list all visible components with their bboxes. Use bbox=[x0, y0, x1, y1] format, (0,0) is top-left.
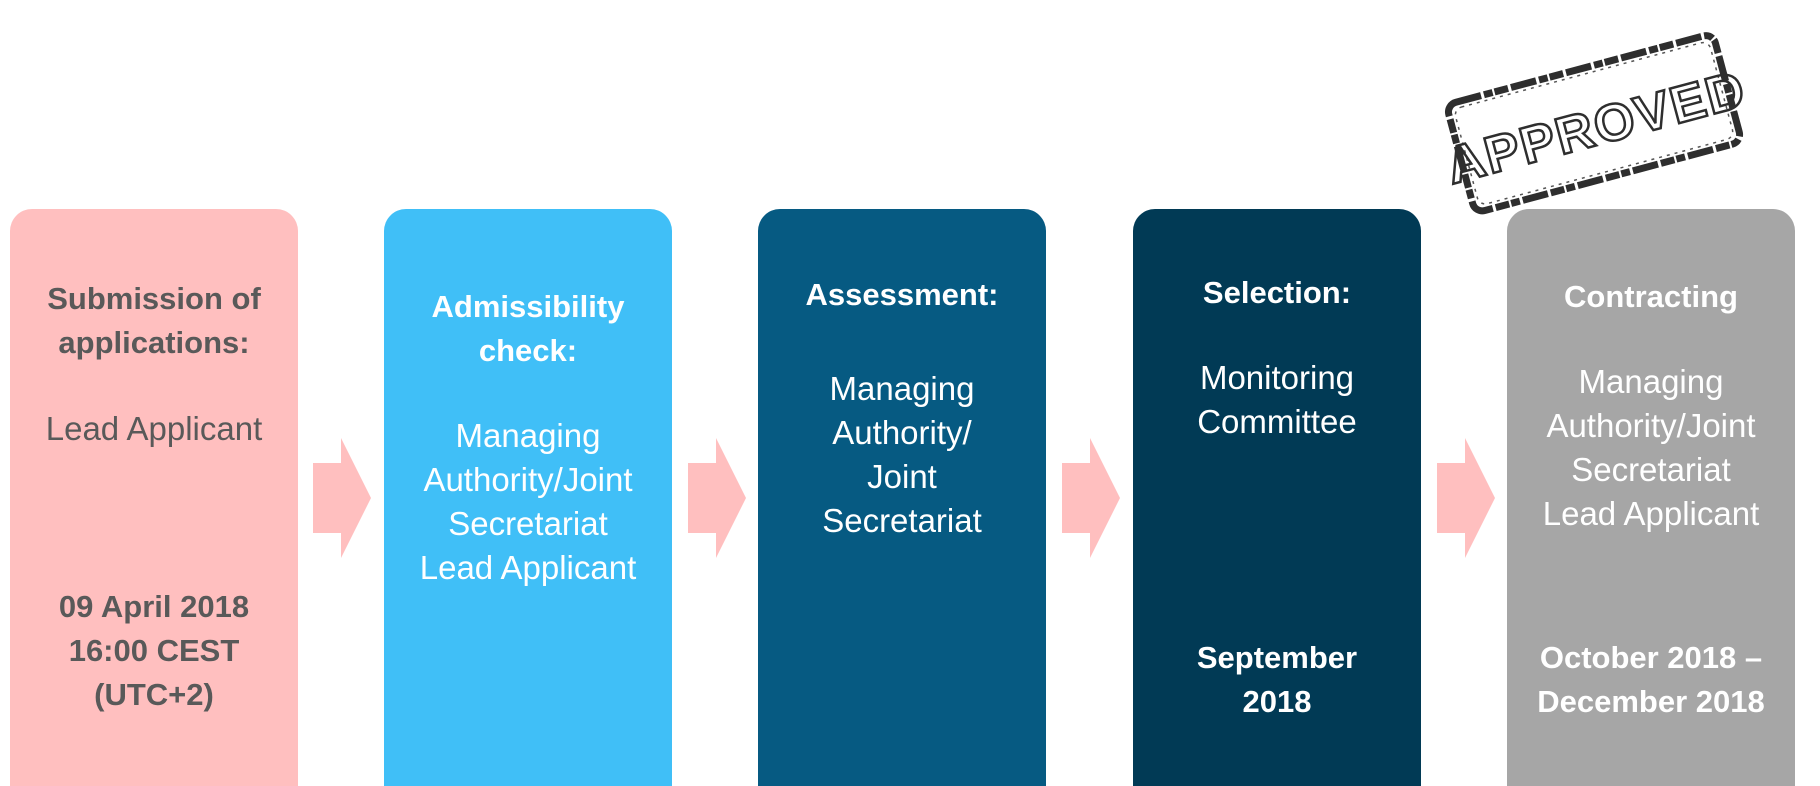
step-admissibility-body-line: Managing bbox=[455, 417, 601, 454]
step-assessment-body-line: Joint bbox=[867, 458, 937, 495]
step-selection-date-line: September bbox=[1196, 640, 1358, 675]
step-selection-date: September 2018 bbox=[1143, 636, 1411, 724]
step-submission-title: Submission of applications: bbox=[20, 277, 288, 365]
step-assessment-box: Assessment: Managing Authority/ Joint Se… bbox=[758, 209, 1046, 786]
arrow-right-icon bbox=[313, 438, 371, 558]
step-selection-title: Selection: bbox=[1143, 271, 1411, 315]
step-selection-box: Selection: Monitoring Committee Septembe… bbox=[1133, 209, 1421, 786]
step-contracting-title-text: Contracting bbox=[1564, 279, 1738, 314]
step-admissibility-body-line: Lead Applicant bbox=[419, 549, 637, 586]
step-assessment-body-line: Authority/ bbox=[832, 414, 972, 451]
step-contracting-date-line: December 2018 bbox=[1537, 684, 1765, 719]
step-admissibility-body: Managing Authority/Joint Secretariat Lea… bbox=[394, 414, 662, 590]
step-submission-date-line: 16:00 CEST bbox=[68, 633, 240, 668]
step-admissibility-title-text: Admissibility check: bbox=[431, 289, 625, 368]
step-submission-body-line: Lead Applicant bbox=[45, 410, 263, 447]
step-admissibility-title: Admissibility check: bbox=[394, 285, 662, 373]
step-submission-body: Lead Applicant bbox=[20, 407, 288, 451]
step-contracting-body-line: Secretariat bbox=[1571, 451, 1731, 488]
step-selection-body-line: Committee bbox=[1197, 403, 1357, 440]
step-admissibility-body-line: Authority/Joint bbox=[423, 461, 633, 498]
step-assessment-body: Managing Authority/ Joint Secretariat bbox=[768, 367, 1036, 543]
arrow-right-icon bbox=[1437, 438, 1495, 558]
step-contracting-box: Contracting Managing Authority/Joint Sec… bbox=[1507, 209, 1795, 786]
step-contracting-date: October 2018 – December 2018 bbox=[1517, 636, 1785, 724]
stamp-text: APPROVED bbox=[1440, 60, 1752, 196]
step-assessment-title-text: Assessment: bbox=[805, 277, 999, 312]
step-submission-box: Submission of applications: Lead Applica… bbox=[10, 209, 298, 786]
step-selection-title-text: Selection: bbox=[1202, 275, 1352, 310]
step-admissibility-box: Admissibility check: Managing Authority/… bbox=[384, 209, 672, 786]
step-contracting-body: Managing Authority/Joint Secretariat Lea… bbox=[1517, 360, 1785, 536]
step-admissibility-body-line: Secretariat bbox=[448, 505, 608, 542]
step-contracting-body-line: Lead Applicant bbox=[1542, 495, 1760, 532]
step-selection-body-line: Monitoring bbox=[1199, 359, 1355, 396]
step-submission-date: 09 April 2018 16:00 CEST (UTC+2) bbox=[20, 585, 288, 717]
step-submission-date-line: (UTC+2) bbox=[94, 677, 214, 712]
approved-stamp-icon: APPROVED bbox=[1439, 32, 1752, 215]
step-submission-title-text: Submission of applications: bbox=[47, 281, 261, 360]
step-assessment-title: Assessment: bbox=[768, 273, 1036, 317]
step-submission-date-line: 09 April 2018 bbox=[58, 589, 250, 624]
step-contracting-body-line: Managing bbox=[1578, 363, 1724, 400]
step-selection-body: Monitoring Committee bbox=[1143, 356, 1411, 444]
step-contracting-body-line: Authority/Joint bbox=[1546, 407, 1756, 444]
arrow-right-icon bbox=[688, 438, 746, 558]
step-assessment-body-line: Secretariat bbox=[822, 502, 982, 539]
arrow-right-icon bbox=[1062, 438, 1120, 558]
step-contracting-title: Contracting bbox=[1517, 275, 1785, 319]
step-contracting-date-line: October 2018 – bbox=[1539, 640, 1763, 675]
step-selection-date-line: 2018 bbox=[1242, 684, 1312, 719]
step-assessment-body-line: Managing bbox=[829, 370, 975, 407]
